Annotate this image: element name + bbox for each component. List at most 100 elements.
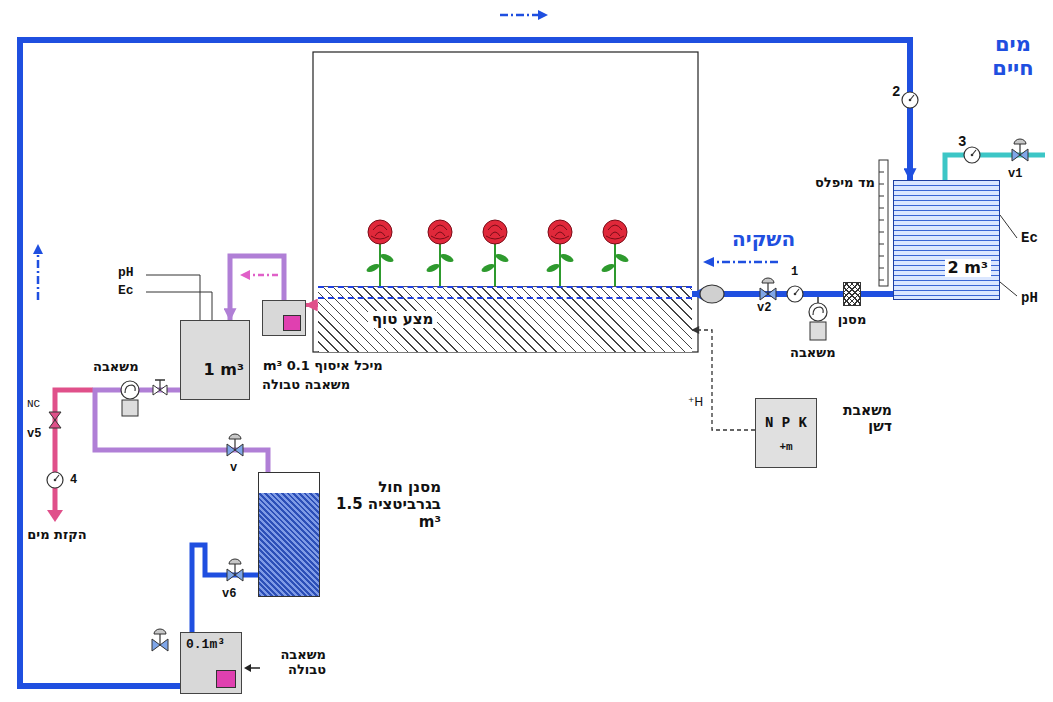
part-label: 1 <box>791 266 798 280</box>
drawing-part <box>250 667 260 669</box>
node-text: מסנן <box>838 313 867 328</box>
node-text: N P K <box>765 415 807 431</box>
node-text: מיכל איסוף 0.1 m³ <box>263 359 383 374</box>
drawing-part <box>244 664 251 672</box>
drawing-part <box>712 261 778 264</box>
drawing-part <box>480 220 509 286</box>
drain-tank: 1 m³ <box>180 320 250 400</box>
drawing-part <box>425 220 454 286</box>
pipe-connector <box>192 545 258 632</box>
part-label: v2 <box>757 302 771 316</box>
water-tank: 2 m³ <box>893 180 1000 300</box>
fertilizer-mixer <box>700 285 724 303</box>
drip-line <box>318 286 692 288</box>
part-label: משאבה טבולה <box>264 648 326 678</box>
part-label: מים חיים <box>978 32 1048 80</box>
drawing-part <box>500 14 540 17</box>
drawing-part <box>33 244 43 254</box>
part-label: v <box>230 462 237 476</box>
drain-pipe <box>47 390 93 522</box>
drawing-part <box>545 220 574 286</box>
valves <box>49 139 1028 651</box>
drawing-part <box>879 160 888 286</box>
sump-tank: 0.1m³ <box>180 632 242 694</box>
drawing-part <box>248 274 278 277</box>
drawing-part <box>760 278 776 300</box>
part-label: v5 <box>27 428 41 442</box>
node-text: מסנן חול בגרביטציה 1.5 m³ <box>331 479 441 531</box>
flow-arrows <box>33 10 778 672</box>
pipe-connector <box>20 40 910 686</box>
pipe-connector <box>306 303 318 307</box>
meters <box>47 92 980 488</box>
drawing-part <box>787 286 803 302</box>
part-label: מד מיפלס <box>815 176 875 191</box>
node-text: 0.1m³ <box>186 638 225 653</box>
part-label: 2 <box>892 84 900 100</box>
drawing-part <box>37 252 40 300</box>
drawing-part <box>817 297 819 303</box>
drawing-part <box>810 322 826 340</box>
drawing-part <box>240 270 250 280</box>
drawing-part <box>700 285 724 303</box>
drawing-part <box>122 400 138 416</box>
drawing-part <box>1012 139 1028 161</box>
fresh-water-pipe <box>945 155 1045 182</box>
drawing-part <box>227 559 243 581</box>
drawing-part <box>365 220 394 286</box>
node-text: 1 m³ <box>204 361 244 379</box>
node-text: +m <box>779 441 792 454</box>
sand-filter: מסנן חול בגרביטציה 1.5 m³ <box>258 472 320 597</box>
part-label: 4 <box>70 474 77 488</box>
part-label: משאבה טבולה <box>262 378 350 393</box>
drawing-part <box>600 220 629 286</box>
drawing-part <box>153 380 167 395</box>
drawing-part <box>313 52 698 352</box>
drawing-part <box>152 629 168 651</box>
part-label: pH <box>118 266 134 281</box>
fertilizer-tank: N P K +m <box>755 398 817 468</box>
substrate-bed: מצע טוף <box>318 286 692 352</box>
part-label: pH <box>1021 290 1038 306</box>
drawing-part <box>703 257 714 267</box>
drawing-part <box>809 303 827 321</box>
node-text: 2 m³ <box>945 259 991 277</box>
drawing-part <box>47 472 63 488</box>
pipe-connector <box>861 291 893 297</box>
drip-line <box>318 297 692 299</box>
drawing-part <box>227 434 243 456</box>
part-label: Ec <box>118 284 134 299</box>
part-label: משאבת דשן <box>828 402 892 434</box>
part-label: 3 <box>958 134 966 150</box>
drawing-part <box>538 10 548 20</box>
part-label: משאבה <box>93 360 139 375</box>
drawing-part <box>902 92 918 108</box>
greenhouse <box>313 52 698 352</box>
collection-tank: מיכל איסוף 0.1 m³ <box>262 300 306 336</box>
part-label: משאבה <box>790 346 836 361</box>
drawing-part <box>47 510 63 522</box>
part-label: v6 <box>222 588 236 602</box>
drawing-part <box>121 381 139 399</box>
drawing-part <box>55 390 93 512</box>
part-label: Ec <box>1021 230 1038 246</box>
drawing-part <box>945 155 1045 182</box>
part-label: NC <box>27 398 40 411</box>
pipe-connector <box>95 390 268 472</box>
flow-label: השקיה <box>732 228 795 251</box>
submerged-pump <box>283 315 301 331</box>
pipe-connector <box>692 330 755 430</box>
node-text: מצע טוף <box>368 311 437 328</box>
drawing-part <box>49 412 61 428</box>
roses <box>365 220 629 286</box>
flow-label: H⁺ <box>688 396 703 410</box>
level-gauge <box>879 160 888 286</box>
drawing-part <box>49 412 61 428</box>
submerged-pump <box>216 670 236 688</box>
part-label: הקזת מים <box>27 528 87 543</box>
filter-box: מסנן <box>843 282 861 306</box>
drawing-part <box>879 172 884 280</box>
part-label: v1 <box>1008 168 1022 182</box>
